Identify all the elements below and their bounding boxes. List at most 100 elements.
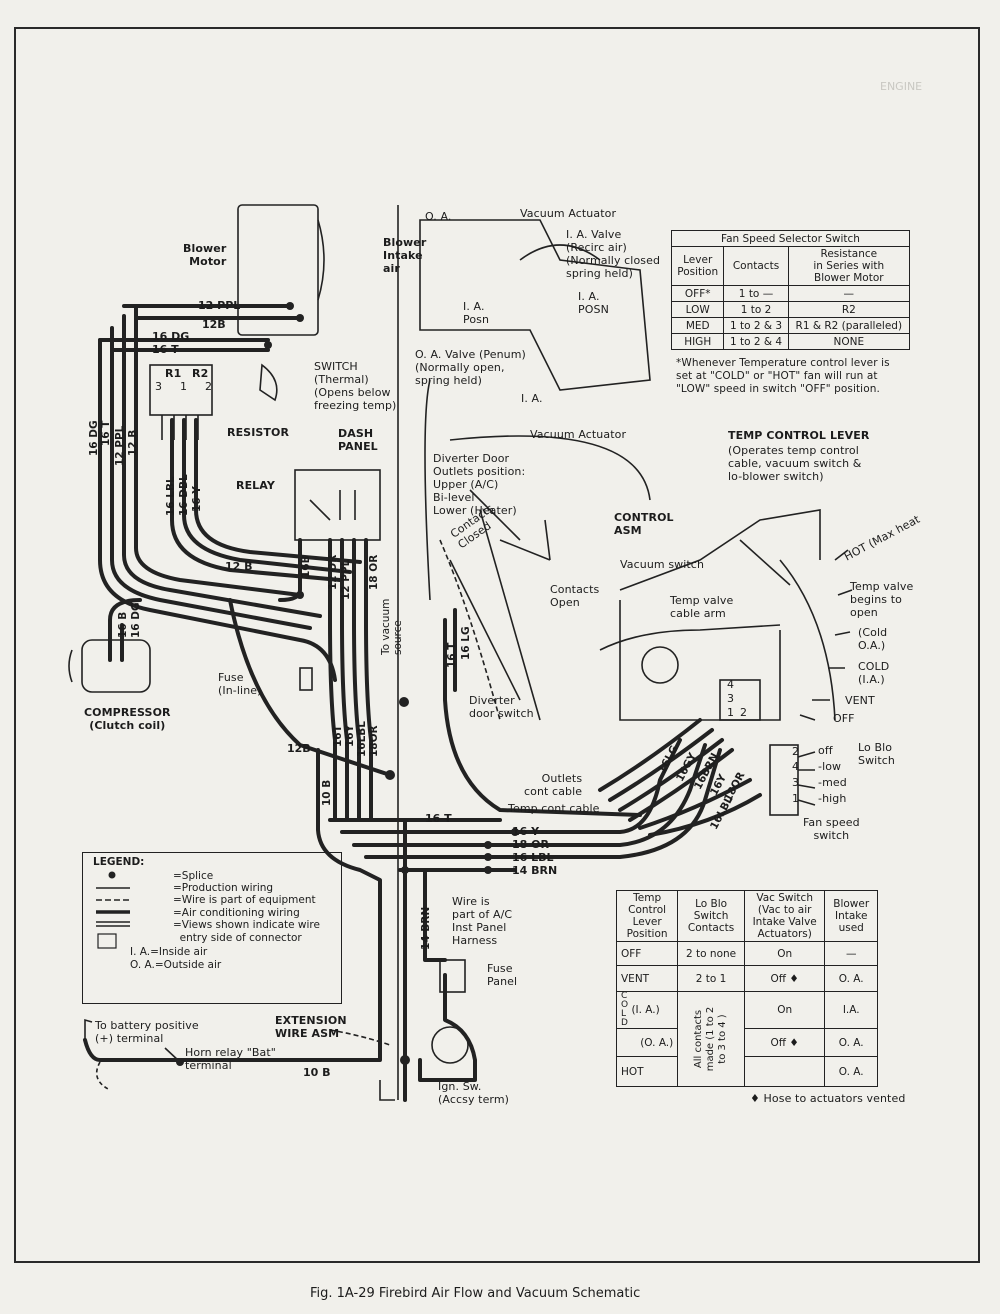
temp-table-note: ♦ Hose to actuators vented (750, 1092, 906, 1105)
table-row: (O. A.) Off ♦ O. A. (615, 1028, 878, 1057)
oa-top-label: O. A. (425, 210, 452, 223)
table-row: HOT O. A. (615, 1056, 878, 1087)
temp-header: Vac Switch (Vac to air Intake Valve Actu… (743, 890, 826, 942)
wire-tag-v: 16 T (100, 420, 112, 446)
extension-wire-label: EXTENSION WIRE ASM (275, 1014, 347, 1040)
blower-intake-air-label: Blower Intake air (383, 236, 427, 275)
fan-header: Lever Position (670, 246, 725, 286)
fan-speed-table: Fan Speed Selector Switch Lever Position… (670, 230, 911, 350)
ign-sw-label: Ign. Sw. (Accsy term) (438, 1080, 510, 1106)
wire-tag-v: 16T (332, 725, 344, 747)
cold-oa-label: (Cold O.A.) (858, 626, 888, 652)
table-cell: R1 & R2 (paralleled) (787, 317, 911, 334)
fan-header: Contacts (723, 246, 789, 286)
wire-tag-v: 16 DG (88, 420, 100, 456)
legend-item: =Air conditioning wiring (173, 907, 300, 919)
table-cell: 1 to 2 & 4 (723, 333, 789, 350)
table-cell (743, 1056, 826, 1087)
legend-item: =Wire is part of equipment (173, 894, 316, 906)
ia-posn-right-label: I. A. POSN (578, 290, 609, 316)
merged-contacts-text: All contacts made (1 to 2 to 3 to 4 ) (693, 1006, 729, 1072)
wire-tag-v: 18 OR (368, 554, 380, 590)
wire-tag-v: 12 B (127, 429, 139, 456)
wire-tag: 16 Y (512, 825, 540, 838)
wire-tag-v: 16 B (117, 611, 129, 638)
fan-header: Resistance in Series with Blower Motor (787, 246, 911, 286)
table-cell: Off ♦ (743, 965, 826, 992)
resistor-body (149, 364, 213, 416)
off-label: OFF (833, 712, 855, 725)
table-row: MED 1 to 2 & 3 R1 & R2 (paralleled) (670, 317, 911, 334)
thermal-switch-label: SWITCH (Thermal) (Opens below freezing t… (314, 360, 397, 412)
wire-18-or (352, 743, 707, 847)
temp-control-lever-title: TEMP CONTROL LEVER (728, 429, 870, 442)
vac-terminal: 2 (740, 706, 748, 719)
compressor-body (81, 639, 151, 693)
table-cell: R2 (787, 301, 911, 318)
resistor-terminal-2: 2 (205, 380, 213, 393)
wire-tag: 16 T (152, 343, 179, 356)
table-cell: HIGH (670, 333, 725, 350)
thermal-switch-body (259, 363, 278, 402)
vac-terminal: 4 (727, 678, 735, 691)
fuse-panel-label: Fuse Panel (487, 962, 518, 988)
wire-tag-v: 16 T (446, 642, 458, 668)
fan-terminal: 4 (792, 760, 800, 773)
table-row: C O L D (I. A.) All contacts made (1 to … (615, 991, 878, 1087)
ia-lower-label: I. A. (521, 392, 543, 405)
legend-item: =Production wiring (173, 882, 274, 894)
vacuum-actuator-lower-label: Vacuum Actuator (530, 428, 627, 441)
table-cell: O. A. (824, 1028, 878, 1057)
lo-blo-switch-body (719, 679, 761, 721)
resistor-terminal-1: 1 (180, 380, 188, 393)
cold-ia-cell: (I. A.) (631, 1004, 660, 1016)
diverter-door-switch-label: Diverter door switch (469, 694, 534, 720)
table-cell: NONE (787, 333, 911, 350)
table-cell: — (787, 285, 911, 302)
fan-speed-switch-body (769, 744, 799, 816)
table-cell: HOT (615, 1056, 679, 1087)
fan-pos-high: -high (818, 792, 847, 805)
wire-12b-diag (228, 598, 392, 777)
wire-harness-note: Wire is part of A/C Inst Panel Harness (452, 895, 513, 947)
table-cell: 1 to 2 (723, 301, 789, 318)
wire-16-y (340, 738, 682, 834)
wire-tag-v: 16 Y (191, 486, 203, 512)
table-row: OFF 2 to none On — (615, 941, 878, 966)
wire-tag-v: 16Y (344, 724, 356, 747)
wire-tag: 12B (202, 318, 226, 331)
temp-valve-begins-label: Temp valve begins to open (850, 580, 914, 619)
table-cell: VENT (615, 965, 679, 992)
wire-tag: 12B (287, 742, 311, 755)
table-cell: 2 to 1 (677, 965, 745, 992)
blower-motor-body (237, 204, 319, 336)
table-cell: C O L D (I. A.) (615, 991, 679, 1029)
wire-tag-v: 16 LBL (165, 476, 177, 516)
table-row: HIGH 1 to 2 & 4 NONE (670, 333, 911, 350)
wire-tag: 12 PPL (198, 299, 241, 312)
ia-valve-label: I. A. Valve (Recirc air) (Normally close… (566, 228, 661, 280)
resistor-r2: R2 (192, 367, 209, 380)
wire-tag: 16 T (425, 812, 452, 825)
wire-tag-v: 16B (300, 555, 312, 578)
table-cell: O. A. (824, 1056, 878, 1087)
control-asm-outline (619, 509, 821, 591)
blower-motor-label: Blower Motor (183, 242, 227, 268)
wire-tag-v: 16 DBL (178, 474, 190, 516)
table-cell: On (743, 991, 826, 1029)
vent-label: VENT (845, 694, 875, 707)
legend-item: =Views shown indicate wire entry side of… (173, 919, 320, 944)
fan-pos-low: -low (818, 760, 842, 773)
vac-terminal: 3 (727, 692, 735, 705)
fan-terminal: 3 (792, 776, 800, 789)
wire-10-b (298, 748, 382, 1062)
wire-tag-v: 16 LG (460, 626, 472, 660)
hvac-duct (419, 219, 651, 391)
fan-terminal: 2 (792, 745, 800, 758)
dash-panel-label: DASH PANEL (338, 427, 378, 453)
fuse-inline-label: Fuse (In-line) (218, 671, 262, 697)
fan-terminal: 1 (792, 792, 800, 805)
temp-cont-cable-label: Temp cont cable (508, 802, 600, 815)
fan-pos-off: off (818, 744, 833, 757)
